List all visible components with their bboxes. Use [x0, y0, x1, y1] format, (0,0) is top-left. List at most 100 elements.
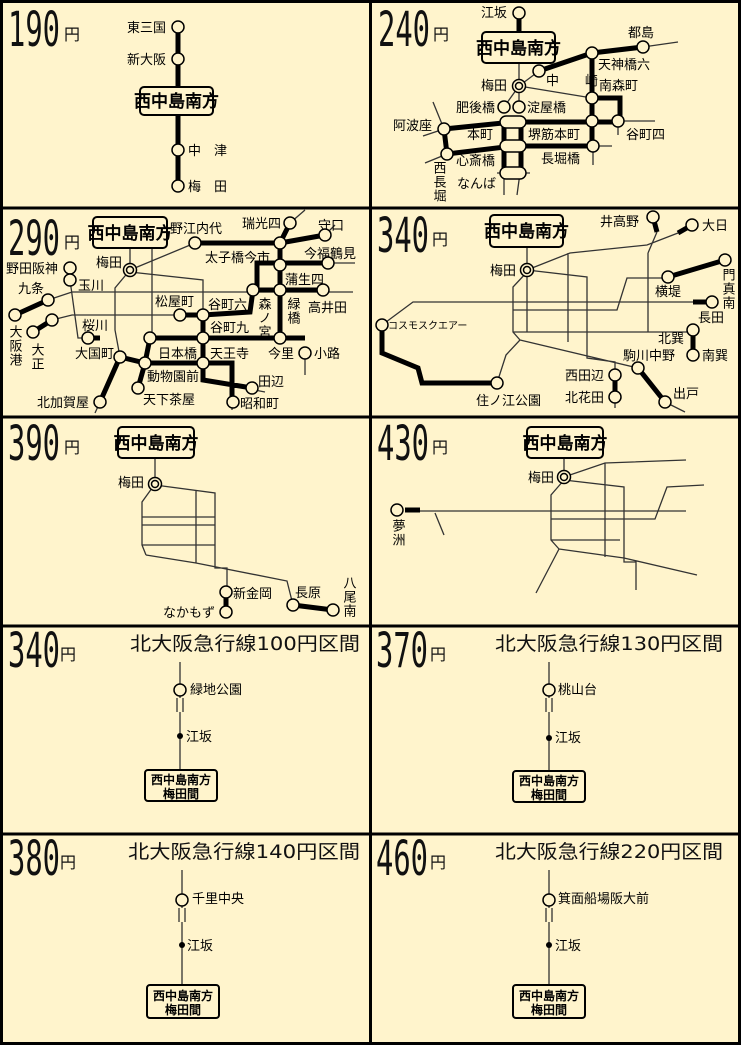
station-label: 北花田 — [565, 390, 604, 406]
fare-labels: 190 240 290 340 390 430 340 370 380 460 … — [8, 2, 449, 887]
station-marker — [113, 350, 127, 364]
station-marker — [245, 381, 259, 395]
station-label: 梅田 — [118, 476, 144, 491]
station-marker — [318, 228, 332, 242]
fare-460: 460 — [376, 831, 428, 887]
station-label: なかもず — [163, 606, 215, 621]
station-marker — [188, 236, 202, 250]
station-marker — [26, 325, 40, 339]
station-marker — [686, 323, 700, 337]
panel-340: 西中島南方 梅田 井高野 大日 門真南 横堤 長田 北巽 南巽 駒川中野 出戸 … — [379, 214, 736, 413]
station-marker — [608, 368, 622, 382]
station-marker — [196, 331, 210, 345]
station-label: 緑地公園 — [190, 683, 242, 698]
station-label: 本町 — [467, 128, 493, 143]
station-marker — [542, 683, 556, 697]
station-marker — [705, 295, 719, 309]
section-box-line: 西中島南方 — [151, 772, 211, 787]
station-label: 心斎橋 — [456, 153, 495, 169]
section-box-line: 梅田間 — [531, 787, 567, 802]
station-marker — [171, 143, 185, 157]
origin-label: 西中島南方 — [523, 433, 608, 454]
station-label: 北巽 — [658, 332, 684, 347]
station-marker — [718, 253, 732, 267]
station-marker — [326, 603, 340, 617]
umeda-transfer-marker — [150, 479, 160, 489]
station-dot — [546, 942, 552, 948]
station-label: 天神橋六 — [598, 58, 650, 73]
section-header: 北大阪急行線140円区間 — [128, 841, 360, 863]
section-header: 北大阪急行線220円区間 — [495, 841, 723, 863]
station-marker — [283, 216, 297, 230]
station-label: 住ノ江公園 — [476, 394, 541, 409]
station-label: 江坂 — [555, 939, 581, 954]
origin-label: 西中島南方 — [88, 223, 173, 244]
station-marker — [131, 381, 145, 395]
yen-label: 円 — [430, 853, 446, 872]
station-dot — [179, 942, 185, 948]
station-label: 高井田 — [308, 300, 347, 316]
panel-kitakyu-130: 北大阪急行線130円区間 桃山台 江坂 西中島南方 梅田間 — [495, 633, 723, 803]
station-marker — [499, 115, 527, 129]
station-marker — [631, 361, 645, 375]
station-label: 梅田 — [528, 471, 554, 486]
yen-label: 円 — [60, 853, 76, 872]
station-label: 玉川 — [78, 279, 104, 294]
origin-label: 西中島南方 — [476, 38, 561, 59]
station-marker — [636, 40, 650, 54]
fare-430: 430 — [377, 416, 429, 472]
station-marker — [661, 270, 675, 284]
station-markers — [8, 6, 732, 948]
station-label: 新大阪 — [127, 52, 166, 68]
fare-370: 370 — [376, 623, 428, 679]
station-dot — [177, 733, 183, 739]
station-label: 夢洲 — [390, 519, 406, 547]
station-marker — [41, 293, 55, 307]
yen-label: 円 — [64, 438, 80, 457]
yen-label: 円 — [64, 233, 80, 252]
panel-kitakyu-140: 北大阪急行線140円区間 千里中央 江坂 西中島南方 梅田間 — [128, 841, 360, 1019]
station-marker — [171, 52, 185, 66]
section-box-line: 西中島南方 — [153, 988, 213, 1003]
section-box-line: 西中島南方 — [519, 988, 579, 1003]
section-header: 北大阪急行線100円区間 — [130, 633, 360, 655]
station-label: 東三国 — [127, 20, 166, 36]
station-marker — [499, 166, 527, 180]
station-label: 瑞光四 — [242, 217, 281, 232]
station-label: 小路 — [314, 346, 340, 362]
station-label: 野田阪神 — [6, 262, 58, 277]
station-label: 松屋町 — [155, 295, 194, 310]
station-label: 森ノ宮 — [256, 297, 272, 339]
section-box — [512, 984, 586, 1019]
fare-290: 290 — [8, 211, 60, 267]
station-label: 門真南 — [720, 268, 736, 310]
station-label: 桜川 — [82, 319, 108, 334]
station-label: 谷町九 — [210, 321, 249, 336]
origin-box — [117, 426, 195, 459]
station-label: 都島 — [628, 26, 654, 41]
umeda-transfer-marker — [559, 472, 569, 482]
station-label: 梅 田 — [188, 180, 227, 195]
origin-box — [92, 216, 168, 249]
fare-240: 240 — [378, 2, 430, 58]
station-marker — [171, 179, 185, 193]
station-marker — [437, 122, 451, 136]
station-label: コスモスクエアー — [388, 320, 467, 332]
origin-box — [139, 86, 214, 116]
station-marker — [273, 283, 287, 297]
station-label: なんば — [457, 177, 496, 192]
section-header: 北大阪急行線130円区間 — [495, 633, 723, 655]
station-marker — [196, 356, 210, 370]
station-marker — [173, 683, 187, 697]
station-label: 八尾南 — [341, 576, 357, 618]
station-label: 肥後橋 — [456, 101, 495, 116]
station-label: 大正 — [29, 343, 45, 371]
station-marker — [686, 348, 700, 362]
fare-340: 340 — [377, 208, 429, 264]
umeda-transfer-marker — [125, 265, 135, 275]
station-marker — [173, 308, 187, 322]
station-label: 田辺 — [258, 375, 284, 390]
section-box — [146, 984, 220, 1019]
